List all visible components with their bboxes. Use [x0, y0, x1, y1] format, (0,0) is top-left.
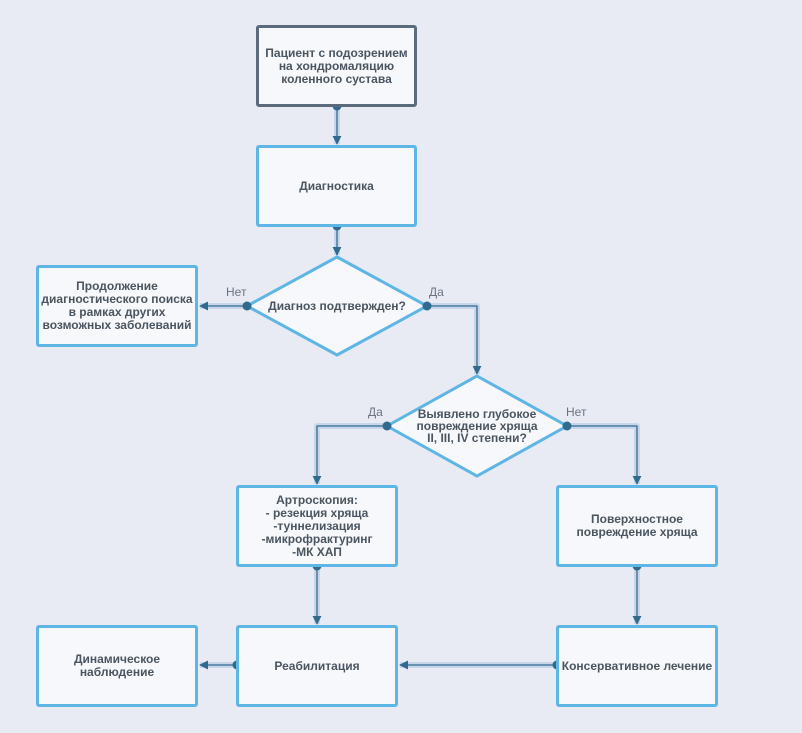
diagnostics-node: Диагностика — [256, 145, 417, 227]
edge-decision2-no — [567, 425, 642, 485]
edge-label-yes-1: Да — [429, 285, 444, 299]
arthroscopy-node: Артроскопия: - резекция хряща -туннелиза… — [236, 485, 398, 567]
edge-label-no-2: Нет — [566, 405, 587, 419]
rehabilitation-node: Реабилитация — [236, 625, 398, 707]
edge-label-yes-2: Да — [368, 405, 383, 419]
decision-deep-damage-label: Выявлено глубокое повреждение хряща II, … — [416, 407, 538, 445]
continue-search-node: Продолжение диагностического поиска в ра… — [36, 265, 198, 347]
start-node-text: Пациент с подозрением на хондромаляцию к… — [265, 45, 408, 86]
edge-label-no-1: Нет — [226, 285, 247, 299]
conservative-treatment-node-text: Консервативное лечение — [561, 658, 713, 673]
superficial-damage-node-text: Поверхностное повреждение хряща — [576, 512, 698, 539]
decision-diagnosis-shape — [243, 255, 431, 357]
port-dot — [382, 421, 392, 431]
start-node: Пациент с подозрением на хондромаляцию к… — [256, 25, 417, 107]
port-dot — [242, 301, 252, 311]
superficial-damage-node: Поверхностное повреждение хряща — [556, 485, 718, 567]
decision-deep-damage-shape — [383, 374, 571, 478]
decision-diagnosis-label: Диагноз подтвержден? — [268, 299, 406, 313]
rehabilitation-node-text: Реабилитация — [274, 658, 360, 673]
edge-decision2-yes — [312, 425, 387, 485]
observation-node-text: Динамическое наблюдение — [73, 652, 161, 679]
continue-search-node-text: Продолжение диагностического поиска в ра… — [41, 279, 193, 332]
diagnostics-node-text: Диагностика — [299, 178, 374, 193]
edge-decision1-yes — [427, 305, 482, 375]
port-dot — [422, 301, 432, 311]
port-dot — [562, 421, 572, 431]
observation-node: Динамическое наблюдение — [36, 625, 198, 707]
arthroscopy-node-text: Артроскопия: - резекция хряща -туннелиза… — [261, 492, 373, 559]
conservative-treatment-node: Консервативное лечение — [556, 625, 718, 707]
